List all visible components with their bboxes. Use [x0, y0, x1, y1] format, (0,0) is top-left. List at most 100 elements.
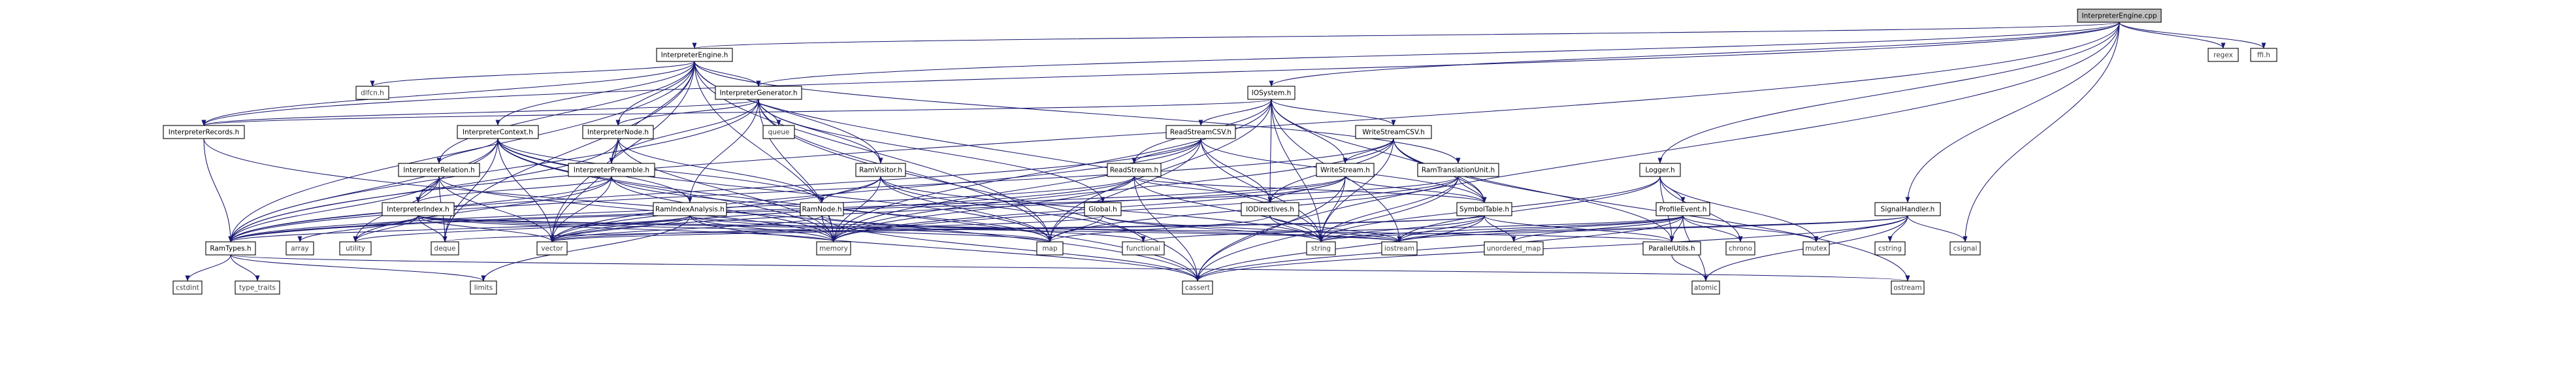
edge-readstream_h-to-cassert [1133, 176, 1200, 282]
node-functional[interactable]: functional [1122, 241, 1165, 256]
edge-iosystem_h-to-records_h [202, 99, 1272, 126]
node-node-h[interactable]: InterpreterNode.h [582, 125, 654, 139]
node-box [2208, 48, 2239, 62]
edge-readcsv_h-to-vector [549, 138, 1201, 242]
edge-iosystem_h-to-readcsv_h [1198, 99, 1272, 126]
node-iodirectives-h[interactable]: IODirectives.h [1241, 202, 1299, 216]
node-box [855, 163, 906, 177]
node-ramnode-h[interactable]: RamNode.h [800, 202, 844, 216]
node-label: RamTypes.h [210, 245, 251, 253]
node-utility[interactable]: utility [339, 241, 372, 256]
node-ramtypes-h[interactable]: RamTypes.h [205, 241, 256, 256]
edge-context_h-to-memory [497, 138, 836, 242]
edge-symboltable_h-to-deque [443, 215, 1485, 242]
node-mutex[interactable]: mutex [1802, 241, 1830, 256]
node-generator-h[interactable]: InterpreterGenerator.h [715, 86, 802, 100]
node-iosystem-h[interactable]: IOSystem.h [1247, 86, 1296, 100]
node-cstring[interactable]: cstring [1874, 241, 1906, 256]
node-ostream[interactable]: ostream [1891, 280, 1925, 295]
node-label: unordered_map [1487, 245, 1541, 253]
edge-writecsv_h-to-ramtypes_h [228, 138, 1394, 242]
edge-ramvisitor_h-to-memory [831, 176, 881, 242]
edge-profileevent_h-to-iostream [1397, 215, 1684, 242]
edge-interpindex_h-to-memory [417, 215, 836, 242]
node-ramvisitor-h[interactable]: RamVisitor.h [855, 163, 906, 177]
node-label: cstdint [176, 284, 199, 292]
node-ffi-h[interactable]: ffi.h [2250, 48, 2277, 62]
edge-engine_h-to-node_h [615, 61, 695, 126]
edge-ramtrans_h-to-symboltable_h [1458, 176, 1487, 203]
node-vector[interactable]: vector [536, 241, 568, 256]
edge-profileevent_h-to-cassert [1195, 215, 1684, 282]
node-box [355, 86, 389, 100]
node-readstream-h[interactable]: ReadStream.h [1107, 163, 1162, 177]
node-label: regex [2213, 52, 2233, 59]
edge-iosystem_h-to-memory [831, 99, 1272, 242]
edge-signalhandler_h-to-string [1318, 215, 1908, 242]
node-map[interactable]: map [1036, 241, 1064, 256]
node-box [339, 241, 372, 256]
edge-engine_h-to-dlfcn_h [370, 61, 695, 87]
node-engine-h[interactable]: InterpreterEngine.h [656, 48, 733, 62]
node-ramtrans-h[interactable]: RamTranslationUnit.h [1417, 163, 1499, 177]
edge-engine_h-to-records_h [201, 61, 695, 126]
node-relation-h[interactable]: InterpreterRelation.h [398, 163, 480, 177]
node-signalhandler-h[interactable]: SignalHandler.h [1874, 202, 1941, 216]
node-queue[interactable]: queue [762, 125, 795, 139]
node-global-h[interactable]: Global.h [1084, 202, 1122, 216]
edge-signalhandler_h-to-mutex [1814, 215, 1908, 242]
node-atomic[interactable]: atomic [1691, 280, 1720, 295]
edge-ramnode_h-to-vector [549, 215, 823, 242]
edge-profileevent_h-to-string [1318, 215, 1684, 242]
node-chrono[interactable]: chrono [1725, 241, 1755, 256]
node-label: ParallelUtils.h [1648, 245, 1695, 253]
node-writecsv-h[interactable]: WriteStreamCSV.h [1355, 125, 1432, 139]
node-box [1802, 241, 1830, 256]
edge-records_h-to-ramtypes_h [203, 138, 233, 242]
node-regex[interactable]: regex [2208, 48, 2239, 62]
node-memory[interactable]: memory [816, 241, 851, 256]
node-profileevent-h[interactable]: ProfileEvent.h [1655, 202, 1710, 216]
node-csignal[interactable]: csignal [1949, 241, 1981, 256]
node-array[interactable]: array [285, 241, 314, 256]
node-context-h[interactable]: InterpreterContext.h [457, 125, 539, 139]
node-interpindex-h[interactable]: InterpreterIndex.h [382, 202, 455, 216]
node-label: iostream [1384, 245, 1414, 253]
node-label: atomic [1694, 284, 1718, 292]
edge-interpindex_h-to-vector [417, 215, 555, 242]
node-cassert[interactable]: cassert [1182, 280, 1213, 295]
edge-ramindex_h-to-limits [481, 215, 691, 282]
node-label: IODirectives.h [1246, 206, 1294, 214]
node-label: IOSystem.h [1252, 90, 1292, 97]
edge-writestream_h-to-string [1318, 176, 1346, 242]
node-box [1306, 241, 1336, 256]
edge-signalhandler_h-to-cassert [1195, 215, 1908, 282]
node-symboltable-h[interactable]: SymbolTable.h [1456, 202, 1512, 216]
node-label: ProfileEvent.h [1659, 206, 1707, 214]
node-unordered-map[interactable]: unordered_map [1484, 241, 1544, 256]
node-deque[interactable]: deque [431, 241, 459, 256]
node-writestream-h[interactable]: WriteStream.h [1316, 163, 1375, 177]
node-records-h[interactable]: InterpreterRecords.h [163, 125, 245, 139]
node-cstdint[interactable]: cstdint [172, 280, 203, 295]
node-type-traits[interactable]: type_traits [235, 280, 280, 295]
node-box [1247, 86, 1296, 100]
node-ramindex-h[interactable]: RamIndexAnalysis.h [653, 202, 727, 216]
node-limits[interactable]: limits [470, 280, 497, 295]
node-label: ostream [1893, 284, 1921, 292]
node-preamble-h[interactable]: InterpreterPreamble.h [568, 163, 655, 177]
node-parallelutils-h[interactable]: ParallelUtils.h [1642, 241, 1701, 256]
edge-ramindex_h-to-ramtypes_h [228, 215, 691, 242]
node-iostream[interactable]: iostream [1381, 241, 1418, 256]
edge-symboltable_h-to-parallelutils_h [1484, 215, 1674, 242]
node-string[interactable]: string [1306, 241, 1336, 256]
node-box [172, 280, 203, 295]
node-readcsv-h[interactable]: ReadStreamCSV.h [1166, 125, 1236, 139]
edge-preamble_h-to-utility [353, 176, 612, 242]
edge-generator_h-to-global_h [758, 99, 1105, 203]
node-label: InterpreterPreamble.h [574, 167, 649, 175]
edge-readstream_h-to-string [1133, 176, 1324, 242]
node-label: InterpreterEngine.cpp [2081, 12, 2157, 20]
node-logger-h[interactable]: Logger.h [1639, 163, 1681, 177]
node-dlfcn-h[interactable]: dlfcn.h [355, 86, 389, 100]
